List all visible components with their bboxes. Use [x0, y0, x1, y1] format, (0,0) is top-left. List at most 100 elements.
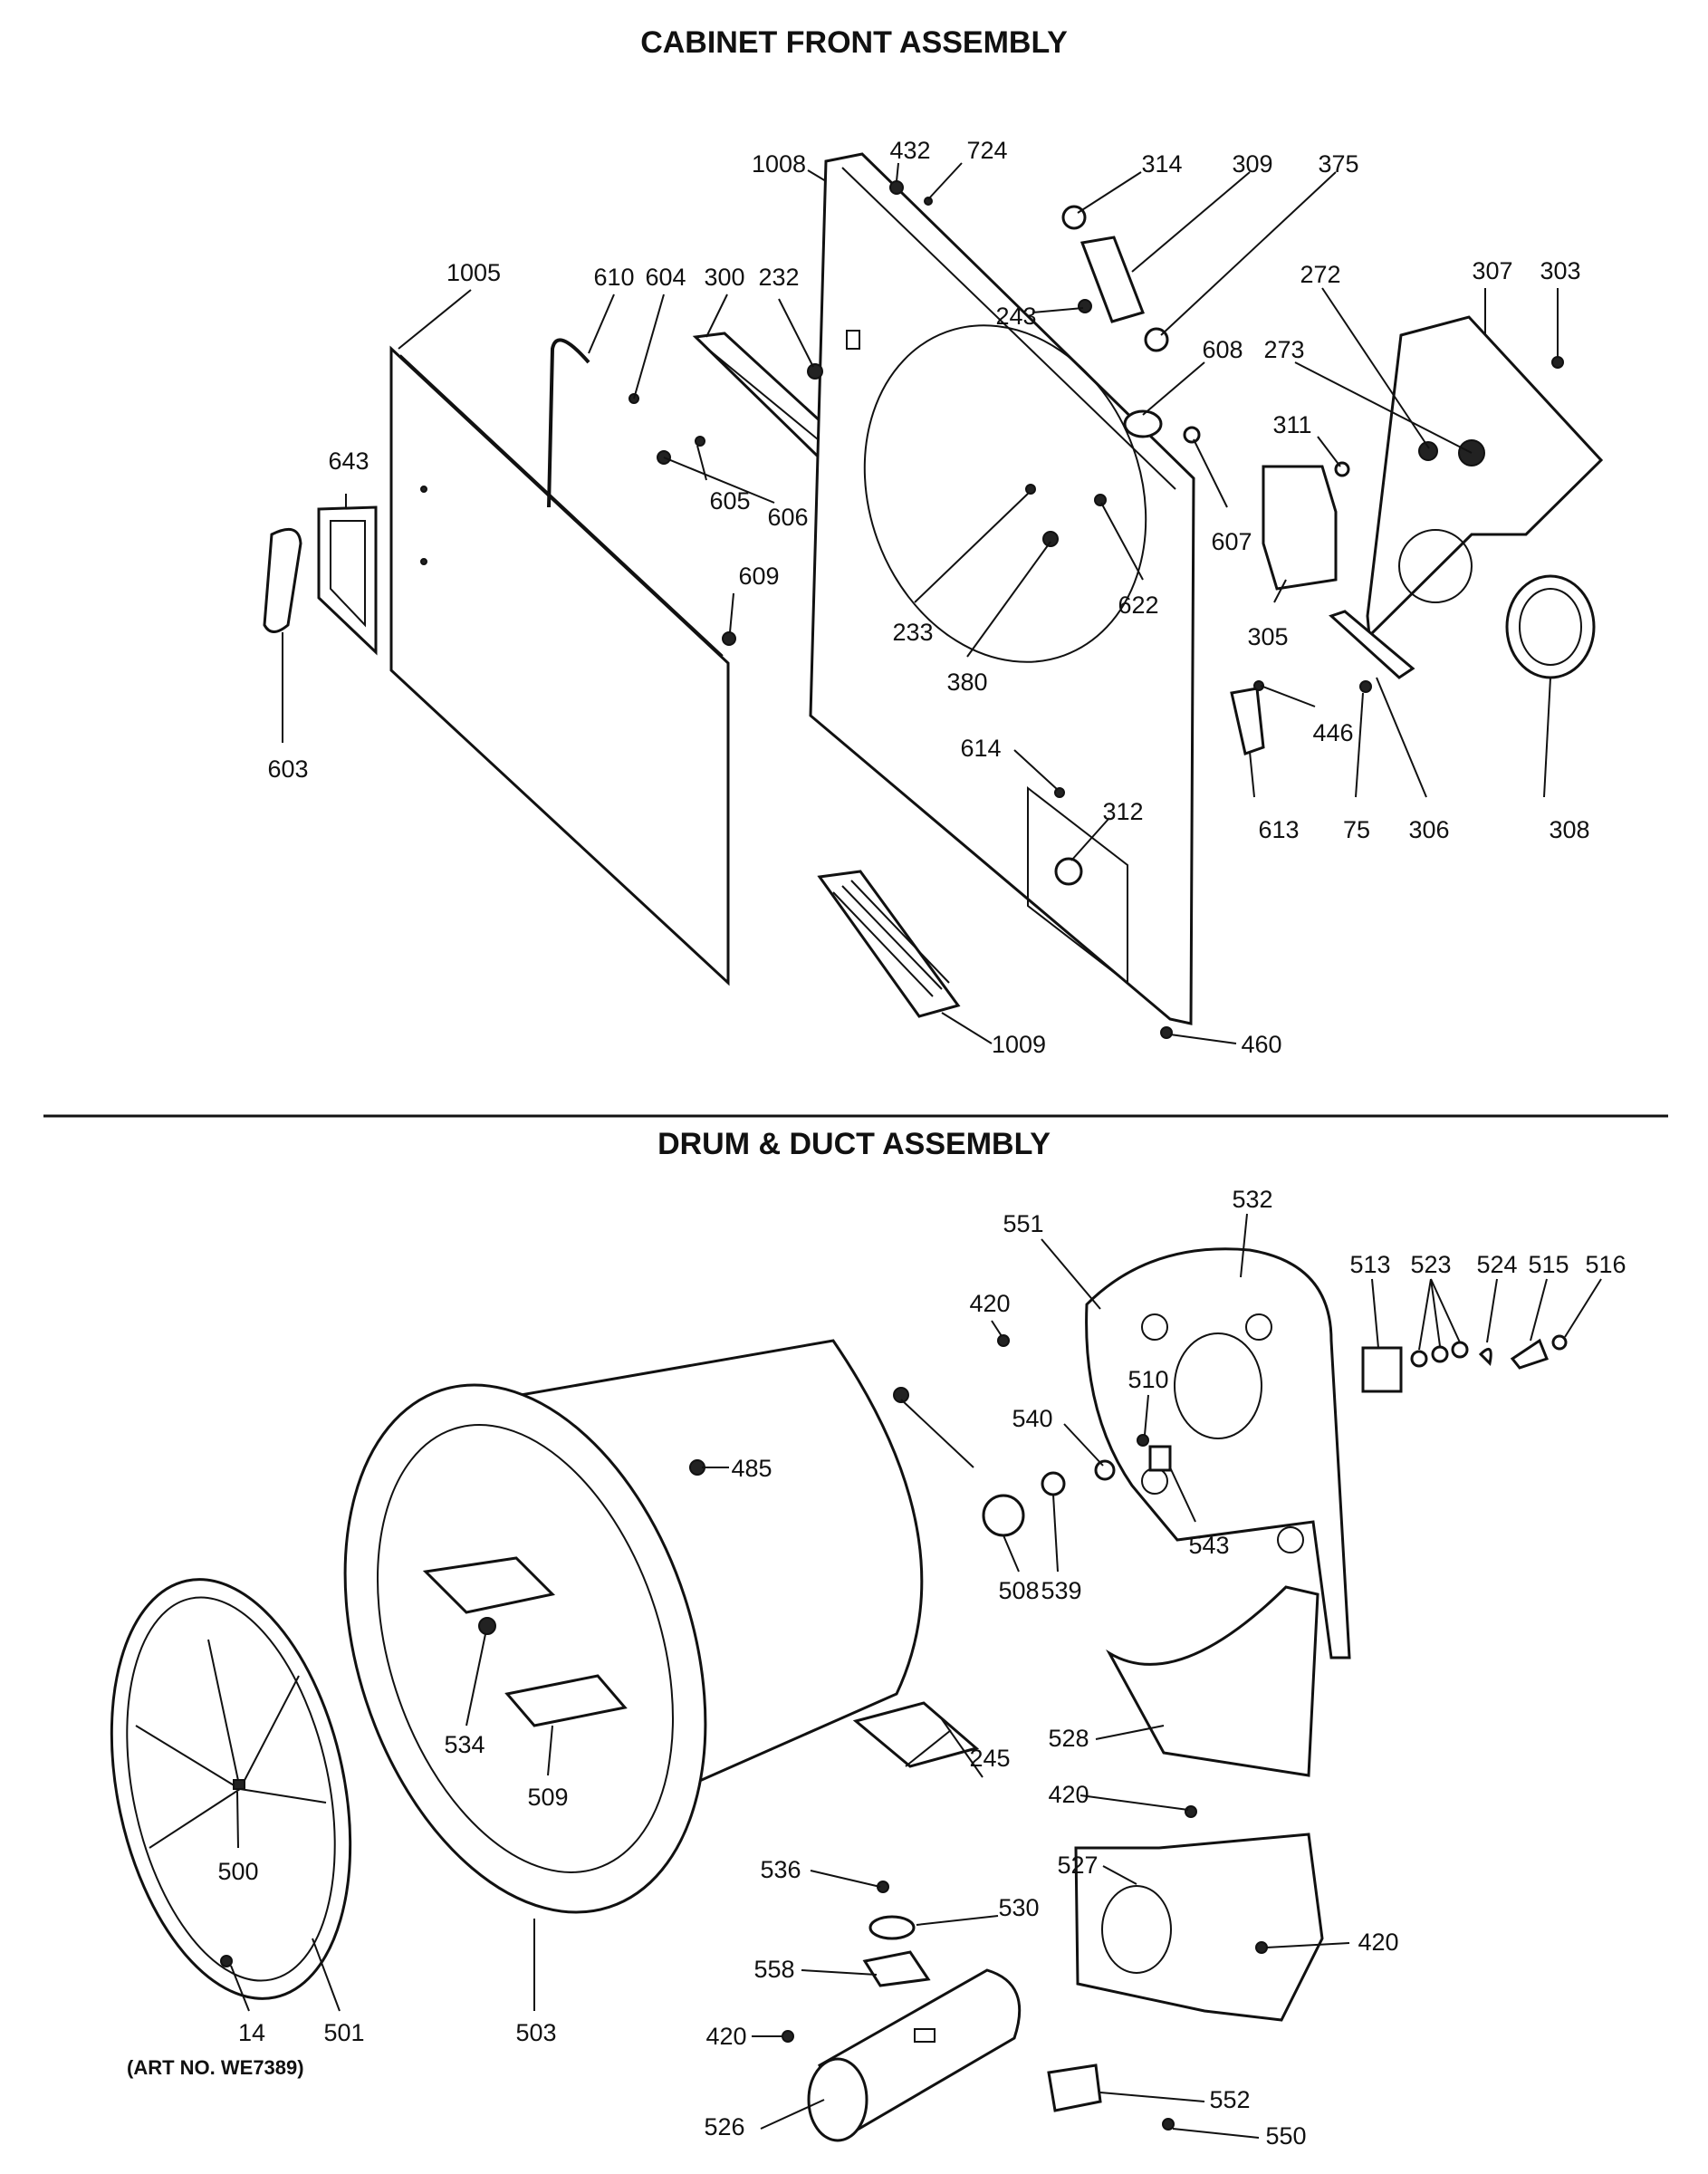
- callout-420-right: 420: [1358, 1929, 1398, 1956]
- callout-550: 550: [1265, 2122, 1306, 2150]
- lower-duct: [1106, 1585, 1319, 1777]
- callout-622: 622: [1118, 592, 1158, 619]
- drum-baffle-upper: [422, 1556, 556, 1614]
- callout-515: 515: [1528, 1251, 1569, 1278]
- callout-1008: 1008: [752, 150, 806, 178]
- callout-1009: 1009: [992, 1031, 1046, 1058]
- callout-530: 530: [998, 1894, 1039, 1921]
- callout-614: 614: [960, 735, 1001, 762]
- callout-420-mid: 420: [1048, 1781, 1089, 1808]
- hinge-bracket: [1329, 610, 1415, 679]
- thermostat: [868, 1915, 916, 1940]
- thermostat-bracket: [862, 1950, 931, 1987]
- callout-724: 724: [966, 137, 1007, 164]
- callout-375: 375: [1318, 150, 1358, 178]
- selector-knob: [1054, 857, 1083, 886]
- callout-312: 312: [1102, 798, 1143, 825]
- callout-516: 516: [1585, 1251, 1626, 1278]
- callout-606: 606: [767, 504, 808, 531]
- callout-485: 485: [731, 1455, 772, 1482]
- pulley: [982, 1494, 1025, 1537]
- callout-273: 273: [1263, 336, 1304, 363]
- callout-534: 534: [444, 1731, 485, 1758]
- callout-613: 613: [1258, 816, 1299, 843]
- front-panel: [809, 152, 1195, 1025]
- control-opening: [1027, 785, 1128, 986]
- callout-536: 536: [760, 1856, 801, 1883]
- callout-420-top: 420: [969, 1290, 1010, 1317]
- callout-75: 75: [1343, 816, 1370, 843]
- callout-643: 643: [328, 447, 369, 475]
- callout-532: 532: [1232, 1186, 1272, 1213]
- trap-duct: [1074, 1833, 1324, 2022]
- callout-500: 500: [217, 1858, 258, 1885]
- callout-524: 524: [1476, 1251, 1517, 1278]
- callout-543: 543: [1188, 1532, 1229, 1559]
- drum-baffle-lower: [504, 1674, 628, 1727]
- callout-308: 308: [1549, 816, 1589, 843]
- callout-603: 603: [267, 755, 308, 783]
- callout-14: 14: [238, 2019, 265, 2046]
- lint-filter-cover: [317, 505, 378, 656]
- electronic-module: [1262, 465, 1338, 591]
- callout-311: 311: [1272, 411, 1311, 438]
- drum-seal-ring: [110, 1578, 352, 2000]
- callout-526: 526: [704, 2113, 744, 2140]
- callout-306: 306: [1408, 816, 1449, 843]
- callout-558: 558: [753, 1956, 794, 1983]
- callout-608: 608: [1202, 336, 1243, 363]
- callout-503: 503: [515, 2019, 556, 2046]
- callout-233: 233: [892, 619, 933, 646]
- cabinet-front-title: CABINET FRONT ASSEMBLY: [640, 25, 1068, 60]
- callout-446: 446: [1312, 719, 1353, 746]
- callout-539: 539: [1041, 1577, 1081, 1604]
- callout-243: 243: [995, 303, 1036, 330]
- callout-508: 508: [998, 1577, 1039, 1604]
- blower-housing: [1085, 1247, 1351, 1659]
- callout-501: 501: [323, 2019, 364, 2046]
- callout-605: 605: [709, 487, 750, 515]
- door-hinge: [1230, 687, 1265, 755]
- callout-1005: 1005: [446, 259, 501, 286]
- cabinet-parts-drawing: [263, 152, 1604, 1039]
- callout-527: 527: [1057, 1852, 1098, 1879]
- rear-cover: [1366, 315, 1604, 640]
- callout-513: 513: [1349, 1251, 1390, 1278]
- callout-300: 300: [704, 264, 744, 291]
- drum-duct-title: DRUM & DUCT ASSEMBLY: [657, 1127, 1051, 1161]
- heater-plate: [852, 1701, 980, 1768]
- callout-604: 604: [645, 264, 686, 291]
- callout-607: 607: [1211, 528, 1252, 555]
- callout-232: 232: [758, 264, 799, 291]
- art-number: (ART NO. WE7389): [127, 2056, 304, 2079]
- callout-307: 307: [1472, 257, 1512, 284]
- drum-parts-drawing: [110, 1247, 1568, 2142]
- callout-380: 380: [946, 669, 987, 696]
- callout-609: 609: [738, 563, 779, 590]
- callout-460: 460: [1241, 1031, 1281, 1058]
- callout-551: 551: [1003, 1210, 1043, 1237]
- cabinet-callouts: 1008 432 724 314 309 375 1005 610 604 30…: [267, 137, 1589, 1058]
- callout-540: 540: [1012, 1405, 1052, 1432]
- callout-245: 245: [969, 1745, 1010, 1772]
- leader-lines: [230, 162, 1602, 2139]
- callout-309: 309: [1232, 150, 1272, 178]
- kick-grille: [817, 870, 961, 1018]
- bearing-housing: [1361, 1346, 1403, 1393]
- top-panel: [389, 345, 730, 986]
- door-switch: [1079, 236, 1145, 323]
- callout-314: 314: [1141, 150, 1182, 178]
- grille-holes: [832, 880, 950, 997]
- drum-callouts: 532 551 513 523 524 515 516 420 510 540 …: [217, 1186, 1626, 2150]
- callout-432: 432: [889, 137, 930, 164]
- callout-610: 610: [593, 264, 634, 291]
- callout-510: 510: [1127, 1366, 1168, 1393]
- drum-front-rim: [343, 1383, 707, 1914]
- callout-305: 305: [1247, 623, 1288, 650]
- door-strike: [1123, 409, 1163, 438]
- flame-sensor: [1047, 2063, 1102, 2112]
- heater-housing: [818, 1968, 1022, 2136]
- callout-528: 528: [1048, 1725, 1089, 1752]
- wire-harness: [547, 338, 590, 508]
